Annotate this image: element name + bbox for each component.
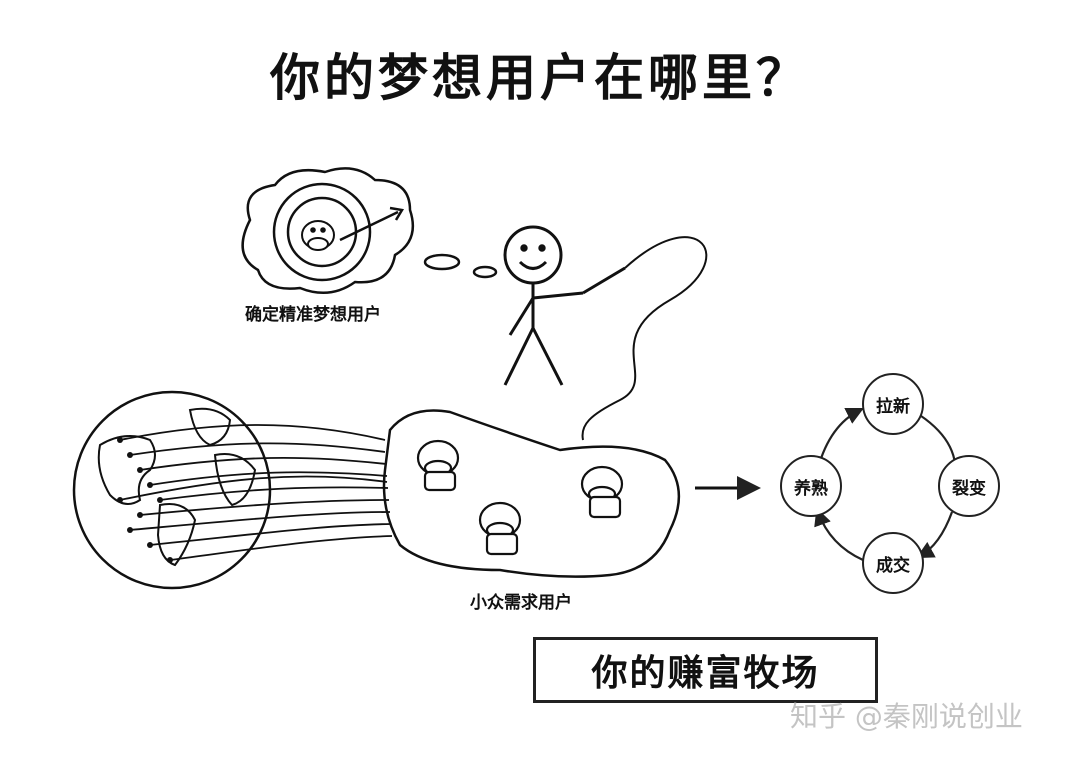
cow-icon: [478, 501, 522, 556]
thought-cloud: [241, 167, 498, 295]
cycle-node-nurture: 养熟: [780, 455, 842, 517]
niche-blob: [382, 409, 681, 578]
connection-lines: [119, 424, 393, 561]
target-arrow-icon: [339, 206, 405, 242]
niche-user-label: 小众需求用户: [470, 593, 572, 613]
cow-icon: [580, 465, 624, 519]
stick-figure: [503, 225, 708, 441]
cycle-node-acquire: 拉新: [862, 373, 924, 435]
ranch-box: 你的赚富牧场: [533, 637, 878, 703]
cow-icon: [301, 220, 335, 251]
connection-dots: [117, 437, 173, 563]
page-title: 你的梦想用户在哪里？: [270, 49, 810, 107]
target-user-label: 确定精准梦想用户: [245, 305, 381, 325]
cycle-node-referral: 裂变: [938, 455, 1000, 517]
cycle-node-convert: 成交: [862, 532, 924, 594]
cow-icon: [416, 439, 460, 492]
watermark: 知乎 @秦刚说创业: [790, 700, 1023, 733]
